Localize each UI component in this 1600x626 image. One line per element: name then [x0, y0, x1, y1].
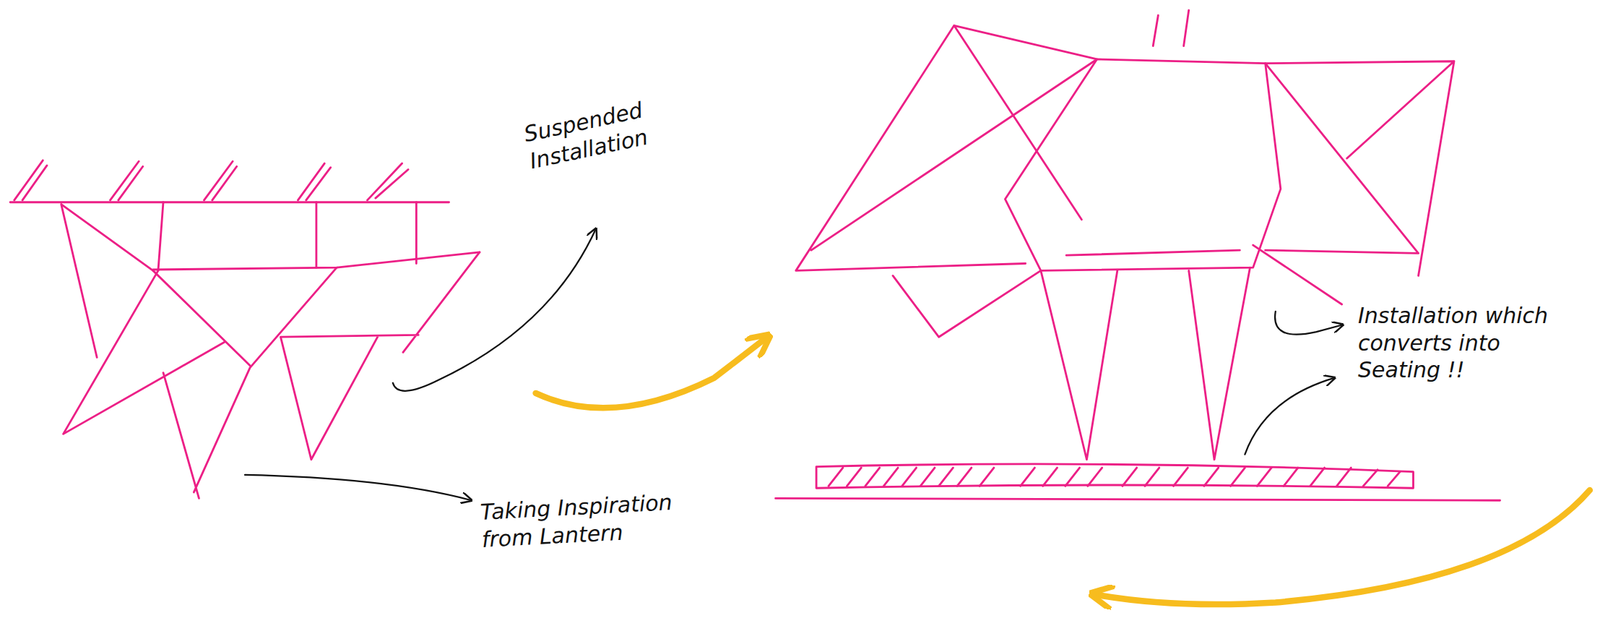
- seating-installation-sketch: [775, 10, 1501, 500]
- suspended-installation-sketch: [10, 160, 480, 499]
- annotation-note: Suspended Installation: [521, 83, 710, 175]
- annotation-note: Taking Inspiration from Lantern: [479, 486, 721, 553]
- annotation-note: Installation which converts into Seating…: [1358, 301, 1575, 384]
- leader-arrows: [244, 228, 1343, 500]
